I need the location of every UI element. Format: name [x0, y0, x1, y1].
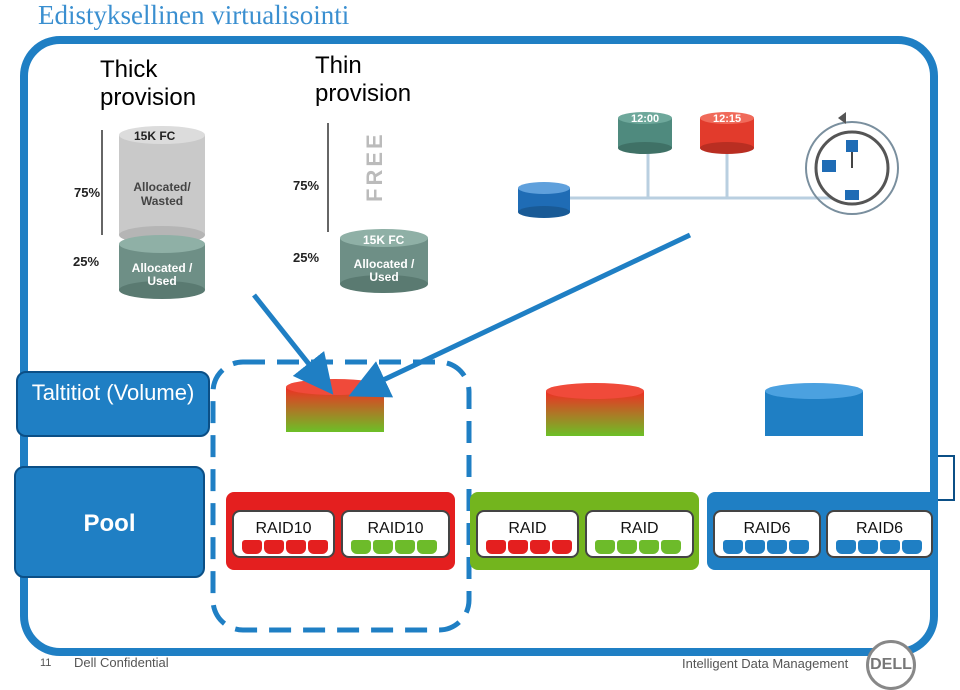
disk-icon [858, 540, 878, 554]
disk-icon [789, 540, 809, 554]
raid-label: RAID10 [255, 520, 312, 537]
snapshot-time-2: 12:15 [713, 113, 742, 125]
disk-icon [880, 540, 900, 554]
disk-group [486, 540, 574, 559]
thick-to-volume-arrow [252, 293, 334, 395]
volume-cylinder-3 [765, 383, 863, 436]
thick-top-text: Allocated/ Wasted [133, 180, 191, 208]
thick-bottom-text: Allocated / Used [131, 261, 193, 288]
disk-icon [530, 540, 550, 554]
raid-label: RAID6 [855, 520, 904, 537]
disk-icon [902, 540, 922, 554]
raid-label: RAID [508, 520, 547, 537]
disk-icon [373, 540, 393, 554]
thick-cylinder [101, 126, 205, 299]
thin-name: 15K FC [363, 233, 405, 247]
thick-bottom-pct: 25% [73, 254, 100, 269]
thick-provision-label: Thick provision [100, 56, 197, 111]
disk-group [595, 540, 683, 559]
dell-logo-text: DELL [870, 656, 912, 673]
disk-group [351, 540, 439, 559]
snapshot-tree [518, 112, 899, 218]
snapshot-time-1: 12:00 [631, 113, 660, 125]
disk-icon [767, 540, 787, 554]
thin-provision-label: Thin provision [315, 52, 412, 107]
disk-icon [486, 540, 506, 554]
disk-icon [417, 540, 437, 554]
volume-cylinder-2 [546, 383, 644, 436]
thin-top-pct: 75% [293, 178, 320, 193]
page-title: Edistyksellinen virtualisointi [38, 0, 350, 30]
volume-label: Taltitiot (Volume) [16, 371, 210, 437]
thin-cylinder [327, 123, 428, 293]
pool-label: Pool [14, 466, 205, 578]
raid-box: RAID6 [826, 510, 933, 558]
tagline-text: Intelligent Data Management [682, 656, 849, 671]
disk-icon [745, 540, 765, 554]
raid-label: RAID10 [367, 520, 424, 537]
disk-icon [286, 540, 306, 554]
page-number: 11 [40, 657, 52, 669]
disk-icon [661, 540, 681, 554]
disk-icon [639, 540, 659, 554]
raid-box: RAID6 [713, 510, 821, 558]
main-frame [20, 36, 938, 656]
raid-box: RAID [476, 510, 579, 558]
disk-icon [617, 540, 637, 554]
disk-group [242, 540, 330, 559]
disk-icon [508, 540, 528, 554]
disk-icon [395, 540, 415, 554]
disk-icon [264, 540, 284, 554]
raid-label: RAID [620, 520, 659, 537]
raid-box: RAID10 [232, 510, 335, 558]
disk-icon [723, 540, 743, 554]
disk-icon [308, 540, 328, 554]
disk-group [836, 540, 924, 559]
thick-name: 15K FC [134, 129, 176, 143]
raid-label: RAID6 [743, 520, 791, 537]
pool-red: RAID10 RAID10 [226, 492, 455, 570]
disk-icon [552, 540, 572, 554]
disk-icon [595, 540, 615, 554]
raid-box: RAID [585, 510, 694, 558]
confidential-text: Dell Confidential [74, 655, 169, 670]
pool-green: RAID RAID [470, 492, 699, 570]
thin-bottom-text: Allocated / Used [353, 257, 415, 284]
disk-icon [836, 540, 856, 554]
dashed-selection-box [210, 359, 472, 633]
pool-blue: RAID6 RAID6 [707, 492, 938, 570]
thick-top-pct: 75% [74, 185, 101, 200]
disk-icon [242, 540, 262, 554]
thin-bottom-pct: 25% [293, 250, 320, 265]
dell-logo: DELL [866, 640, 916, 690]
disk-group [723, 540, 811, 559]
raid-box: RAID10 [341, 510, 450, 558]
disk-icon [351, 540, 371, 554]
thin-free-text: FREE [362, 131, 387, 202]
